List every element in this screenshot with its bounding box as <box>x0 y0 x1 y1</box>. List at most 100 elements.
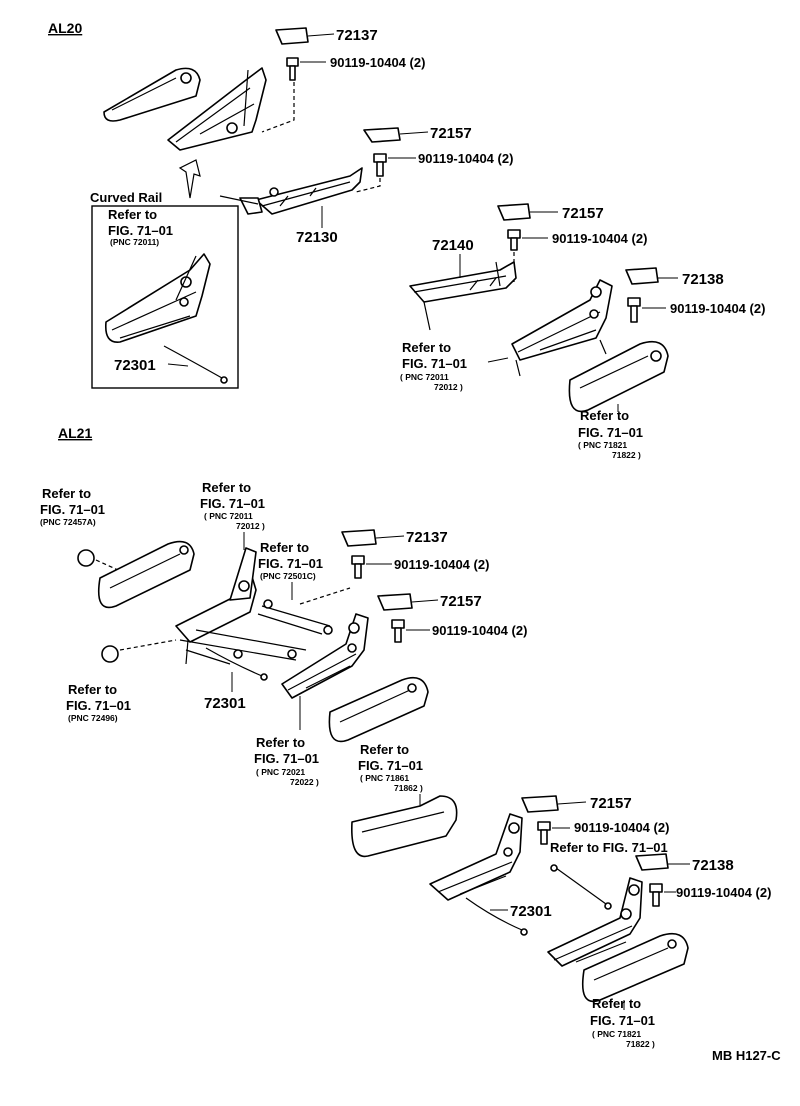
fig-al21-d: FIG. 71–01 <box>66 698 131 713</box>
part-number-72130: 72130 <box>296 229 338 246</box>
bolt-al21-d: 90119-10404 (2) <box>649 883 771 907</box>
pnc-al21-f-l2: 71862 ) <box>394 783 423 793</box>
bolt-label-al21-a: 90119-10404 (2) <box>394 557 489 572</box>
bolt-al21-c: 90119-10404 (2) <box>537 820 669 845</box>
part-number-72301-al21-b: 72301 <box>510 903 552 920</box>
section-label-al21: AL21 <box>58 425 92 441</box>
refer-to-al21-g: Refer to <box>592 996 641 1011</box>
bolt-al21-a: 90119-10404 (2) <box>351 555 489 579</box>
part-number-72140: 72140 <box>432 237 474 254</box>
dash-line-knob <box>95 559 119 571</box>
cover-72137-al21: 72137 <box>341 529 448 547</box>
refer-to-al21-a: Refer to <box>42 486 91 501</box>
cover-72137-al20: 72137 <box>275 27 378 45</box>
bolt-al21-b: 90119-10404 (2) <box>391 619 527 643</box>
bolt-label-al20-d: 90119-10404 (2) <box>670 301 765 316</box>
bolt-label-al21-c: 90119-10404 (2) <box>574 820 669 835</box>
curved-rail-fig: FIG. 71–01 <box>108 223 173 238</box>
seat-hinge-al20-right <box>511 279 613 377</box>
fig-al21-e: FIG. 71–01 <box>254 751 319 766</box>
bolt-label-al20-a: 90119-10404 (2) <box>330 55 425 70</box>
curved-rail-box <box>91 205 239 389</box>
part-number-72157-al21-a: 72157 <box>440 593 482 610</box>
fig-al21-b: FIG. 71–01 <box>200 496 265 511</box>
pnc-al21-e-l2: 72022 ) <box>290 777 319 787</box>
refer-to-al20-a: Refer to <box>402 340 451 355</box>
refer-to-al21-f: Refer to <box>360 742 409 757</box>
refer-to-al21-b: Refer to <box>202 480 251 495</box>
cover-72138-al21: 72138 <box>635 853 734 874</box>
curved-rail-assembly <box>104 253 211 343</box>
fig-al21-g: FIG. 71–01 <box>590 1013 655 1028</box>
bolt-label-al20-c: 90119-10404 (2) <box>552 231 647 246</box>
pnc-al20-b-l2: 71822 ) <box>612 450 641 460</box>
fig-al21-c: FIG. 71–01 <box>258 556 323 571</box>
pnc-al20-b-l1: ( PNC 71821 <box>578 440 627 450</box>
seat-side-cover-al21-lower <box>351 795 458 858</box>
seat-side-cover-al21-middle <box>328 676 429 743</box>
seat-track-72140: 72140 <box>409 237 517 331</box>
seat-hinge-al20-left <box>103 67 267 151</box>
part-number-72157-al21-b: 72157 <box>590 795 632 812</box>
fig-al20-a: FIG. 71–01 <box>402 356 467 371</box>
bolt-al20-a: 90119-10404 (2) <box>286 55 425 81</box>
pnc-al21-e-l1: ( PNC 72021 <box>256 767 305 777</box>
seat-side-cover-al21-right <box>581 932 689 1003</box>
rod-al21 <box>555 867 607 905</box>
dash-line-al21-knob <box>119 639 177 651</box>
fig-al21-f: FIG. 71–01 <box>358 758 423 773</box>
bolt-label-al20-b: 90119-10404 (2) <box>418 151 513 166</box>
seat-hinge-al21-right <box>547 877 643 967</box>
fig-al20-b: FIG. 71–01 <box>578 425 643 440</box>
seat-track-72130: 72130 <box>219 167 363 246</box>
section-label-al20: AL20 <box>48 20 82 36</box>
refer-to-fig-al21: Refer to FIG. 71–01 <box>550 840 668 855</box>
bolt-al20-c: 90119-10404 (2) <box>507 229 647 251</box>
bolt-label-al21-d: 90119-10404 (2) <box>676 885 771 900</box>
seat-hinge-al21-middle <box>281 613 369 730</box>
pnc-al21-c: (PNC 72501C) <box>260 571 316 581</box>
pnc-al21-a: (PNC 72457A) <box>40 517 96 527</box>
dash-line-bolt-al20-a <box>261 82 295 133</box>
cover-72157-al20-b: 72157 <box>497 203 604 222</box>
dash-line-al21-a <box>299 587 351 605</box>
part-number-72138-al20: 72138 <box>682 271 724 288</box>
refer-to-al21-c: Refer to <box>260 540 309 555</box>
seat-side-cover-al21-left <box>97 540 195 609</box>
part-number-72137-al21: 72137 <box>406 529 448 546</box>
fig-al21-a: FIG. 71–01 <box>40 502 105 517</box>
refer-to-al20-b: Refer to <box>580 408 629 423</box>
cable-72301-al21-b: 72301 <box>465 897 552 936</box>
part-number-72301-al20: 72301 <box>114 357 156 374</box>
part-number-72137-al20: 72137 <box>336 27 378 44</box>
pnc-al21-b-l1: ( PNC 72011 <box>204 511 253 521</box>
part-number-72301-al21-a: 72301 <box>204 695 246 712</box>
pnc-al20-a-l1: ( PNC 72011 <box>400 372 449 382</box>
diagram-code: MB H127-C <box>712 1048 781 1063</box>
curved-rail-label: Curved Rail <box>90 190 162 205</box>
cover-72157-al20-a: 72157 <box>363 125 472 143</box>
curved-rail-refer-to: Refer to <box>108 207 157 222</box>
curved-rail-pnc: (PNC 72011) <box>110 237 159 247</box>
pnc-al21-f-l1: ( PNC 71861 <box>360 773 409 783</box>
pnc-al20-a-l2: 72012 ) <box>434 382 463 392</box>
cover-72138-al20: 72138 <box>625 267 724 288</box>
cover-72157-al21-b: 72157 <box>521 795 632 813</box>
refer-to-al21-e: Refer to <box>256 735 305 750</box>
cable-72301-al20: 72301 <box>114 345 228 384</box>
arrow-up-icon <box>178 159 201 199</box>
bolt-al20-d: 90119-10404 (2) <box>627 297 765 323</box>
pnc-al21-g-l1: ( PNC 71821 <box>592 1029 641 1039</box>
refer-to-al21-d: Refer to <box>68 682 117 697</box>
dash-line-bolt-al20-b <box>355 178 381 193</box>
pnc-al21-g-l2: 71822 ) <box>626 1039 655 1049</box>
cable-72301-al21-a: 72301 <box>204 647 268 712</box>
seat-side-cover-al20-right <box>568 340 669 413</box>
knob-72496 <box>101 645 119 663</box>
bolt-label-al21-b: 90119-10404 (2) <box>432 623 527 638</box>
pnc-al21-b-l2: 72012 ) <box>236 521 265 531</box>
part-number-72138-al21: 72138 <box>692 857 734 874</box>
seat-hinge-al21-lower <box>429 813 523 901</box>
part-number-72157-al20-a: 72157 <box>430 125 472 142</box>
